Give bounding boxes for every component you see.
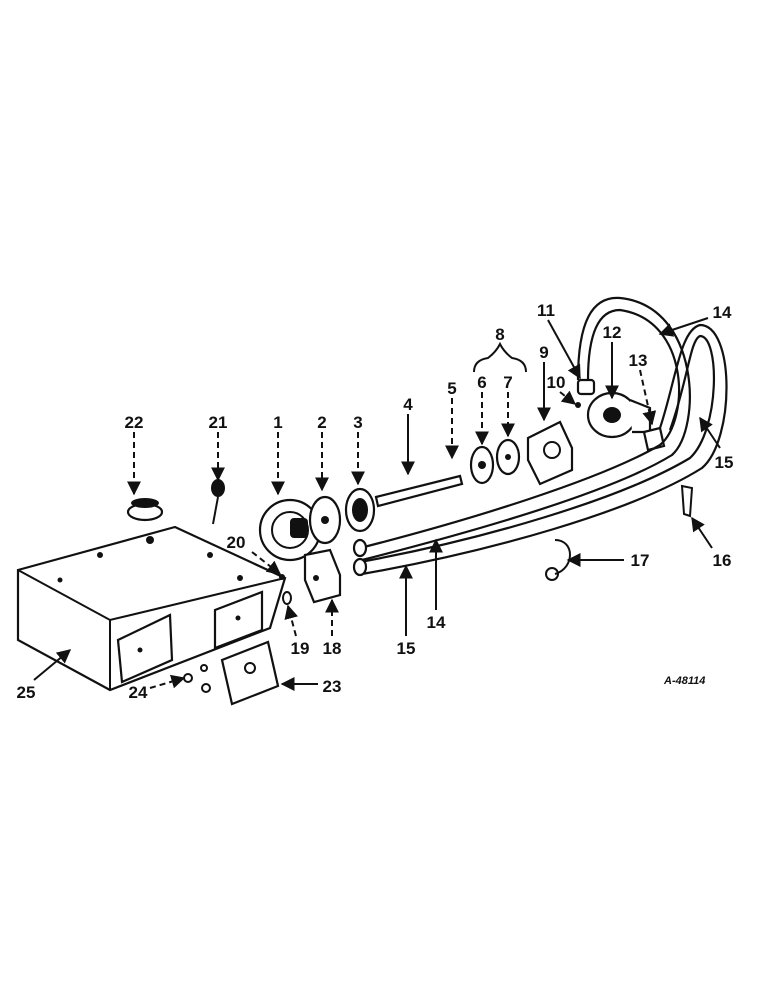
callout-7: 7 — [503, 373, 512, 392]
hose-ends — [352, 538, 368, 577]
gear-part-6 — [469, 445, 495, 485]
callout-19: 19 — [291, 639, 310, 658]
callout-16: 16 — [713, 551, 732, 570]
callout-5: 5 — [447, 379, 456, 398]
callout-15-bottom: 15 — [397, 639, 416, 658]
callout-17: 17 — [631, 551, 650, 570]
shaft-part-4 — [374, 474, 464, 508]
hose-part-14 — [359, 296, 691, 562]
pin-part-10 — [575, 402, 581, 408]
callout-6: 6 — [477, 373, 486, 392]
pump-part-12 — [586, 391, 652, 439]
callout-1: 1 — [273, 413, 282, 432]
drawing-reference: A-48114 — [663, 675, 705, 687]
callout-18: 18 — [323, 639, 342, 658]
leader-lines — [33, 317, 721, 691]
dipstick-part-21 — [211, 479, 225, 525]
callout-20: 20 — [227, 533, 246, 552]
block-part-18 — [303, 548, 342, 604]
seal-part-19 — [282, 591, 292, 605]
callout-23: 23 — [323, 677, 342, 696]
callout-22: 22 — [125, 413, 144, 432]
callout-11: 11 — [537, 301, 555, 320]
callout-10: 10 — [547, 373, 566, 392]
gasket-part-24 — [183, 664, 211, 693]
fitting-part-11 — [576, 378, 596, 396]
hose-part-15 — [359, 323, 728, 576]
plate-part-2 — [308, 495, 342, 545]
callout-3: 3 — [353, 413, 362, 432]
seal-part-20 — [279, 574, 285, 580]
callout-24: 24 — [129, 683, 148, 702]
callout-14-top: 14 — [713, 303, 732, 322]
callout-15-right: 15 — [715, 453, 734, 472]
callout-13: 13 — [629, 351, 648, 370]
plate-part-7 — [495, 438, 521, 476]
clip-part-16 — [680, 484, 694, 518]
gear-part-3 — [344, 487, 376, 533]
callout-12: 12 — [603, 323, 622, 342]
callout-25: 25 — [17, 683, 36, 702]
callout-labels: 1 2 3 4 5 6 7 8 9 10 11 12 13 14 14 15 1… — [17, 301, 734, 702]
callout-4: 4 — [403, 395, 413, 414]
cap-part-22 — [126, 498, 164, 522]
cover-part-23 — [220, 640, 280, 706]
callout-9: 9 — [539, 343, 548, 362]
cover-part-9 — [526, 420, 574, 486]
callout-2: 2 — [317, 413, 326, 432]
callout-14-bottom: 14 — [427, 613, 446, 632]
bracket-part-17 — [545, 539, 571, 581]
fitting-part-13 — [642, 426, 666, 452]
housing-part-25 — [16, 525, 287, 692]
callout-8: 8 — [495, 325, 504, 344]
callout-21: 21 — [209, 413, 228, 432]
